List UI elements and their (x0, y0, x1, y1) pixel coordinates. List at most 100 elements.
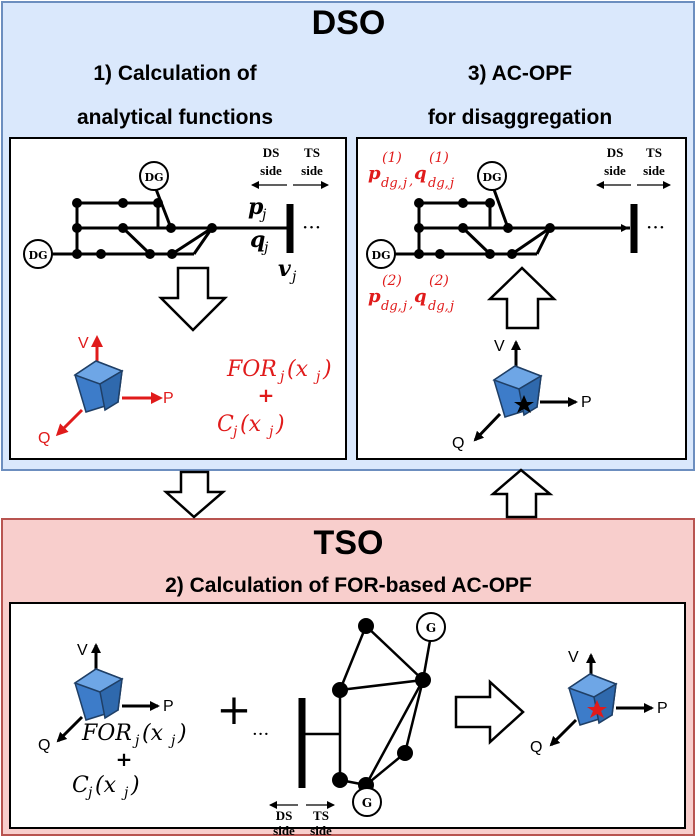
svg-text:(x: (x (240, 412, 262, 437)
plus-sign: + (216, 685, 251, 734)
step1-nodes (72, 198, 217, 259)
svg-text:,: , (409, 297, 413, 312)
svg-text:P: P (657, 700, 668, 717)
svg-text:q: q (414, 286, 427, 307)
svg-text:j: j (447, 176, 454, 191)
svg-text:DG: DG (372, 249, 391, 262)
svg-text:Q: Q (530, 739, 542, 756)
svg-text:j: j (261, 240, 269, 256)
for-cube-black-axes: V P Q (452, 338, 592, 452)
svg-text:p: p (248, 194, 264, 220)
svg-text:TS: TS (646, 145, 662, 160)
svg-text:j: j (85, 785, 93, 801)
step3-title-line1: 3) AC-OPF (467, 62, 573, 85)
svg-text:dg,: dg, (428, 299, 449, 314)
continuation-dots: ··· (252, 724, 269, 745)
tso-title: TSO (313, 524, 384, 562)
svg-text:side: side (643, 163, 665, 178)
svg-text:j: j (447, 299, 454, 314)
svg-text:side: side (310, 823, 332, 838)
svg-text:TS: TS (304, 145, 320, 160)
svg-text:P: P (163, 390, 174, 407)
svg-text:DS: DS (263, 145, 280, 160)
down-hollow-arrow (157, 266, 229, 332)
svg-text:j: j (277, 369, 285, 385)
svg-text:,: , (409, 174, 413, 189)
svg-text:(x: (x (142, 721, 164, 746)
for-formula-red: FOR j (x j ) + C j (x j ) (217, 357, 332, 440)
svg-text:Q: Q (38, 737, 50, 754)
svg-text:side: side (604, 163, 626, 178)
svg-text:dg,: dg, (428, 176, 449, 191)
dg-node: DG (139, 161, 169, 191)
result-cube: V P Q (530, 649, 668, 756)
svg-text:FOR: FOR (226, 357, 277, 382)
svg-text:): ) (322, 357, 332, 382)
svg-text:V: V (78, 335, 89, 352)
svg-text:dg,: dg, (381, 176, 402, 191)
svg-text:(x: (x (95, 773, 117, 798)
svg-text:(2): (2) (382, 273, 402, 289)
svg-text:(1): (1) (429, 150, 449, 166)
continuation-dots: ··· (646, 215, 665, 239)
step2-title: 2) Calculation of FOR-based AC-OPF (165, 574, 532, 597)
svg-text:dg,: dg, (381, 299, 402, 314)
svg-text:P: P (581, 394, 592, 411)
generator-node: G (416, 612, 446, 642)
svg-text:v: v (278, 256, 291, 282)
svg-text:side: side (273, 823, 295, 838)
svg-text:DS: DS (276, 808, 293, 823)
right-hollow-arrow (454, 679, 525, 745)
svg-text:j: j (400, 299, 407, 314)
dg-node: DG (23, 239, 53, 269)
svg-text:q: q (414, 163, 427, 184)
svg-text:P: P (163, 698, 174, 715)
generator-node: G (352, 787, 382, 817)
svg-text:): ) (130, 773, 140, 798)
dso-title: DSO (311, 4, 386, 42)
svg-text:j: j (132, 733, 140, 749)
svg-text:j: j (168, 733, 176, 749)
svg-text:(2): (2) (429, 273, 449, 289)
svg-text:FOR: FOR (81, 721, 132, 746)
for-cube-red-axes: V P Q (38, 335, 174, 447)
svg-text:DG: DG (145, 171, 164, 184)
dg-setpoint-labels-1: p (1) dg, j , q (1) dg, j (368, 150, 454, 191)
svg-text:j: j (259, 207, 267, 223)
svg-text:DG: DG (483, 171, 502, 184)
svg-text:): ) (275, 412, 285, 437)
dg-setpoint-labels-2: p (2) dg, j , q (2) dg, j (368, 273, 454, 314)
svg-text:(1): (1) (382, 150, 402, 166)
tso-to-dso-arrow (489, 468, 554, 519)
svg-text:(x: (x (287, 357, 309, 382)
for-cube-tso-left: V P Q (38, 642, 174, 754)
svg-text:G: G (362, 796, 372, 810)
step3-network (394, 183, 630, 256)
svg-text:DG: DG (29, 249, 48, 262)
transmission-network (302, 625, 433, 806)
svg-text:): ) (177, 721, 187, 746)
ds-ts-side-labels: DS side TS side (251, 145, 329, 189)
svg-text:q: q (250, 227, 265, 253)
svg-text:V: V (568, 649, 579, 666)
svg-text:Q: Q (452, 435, 464, 452)
svg-text:C: C (217, 412, 234, 437)
up-hollow-arrow (486, 266, 558, 330)
dg-node: DG (366, 239, 396, 269)
svg-text:TS: TS (313, 808, 329, 823)
ds-ts-side-labels: DS side TS side (596, 145, 671, 189)
svg-text:j: j (313, 369, 321, 385)
continuation-dots: ··· (302, 215, 321, 239)
svg-text:j: j (121, 785, 129, 801)
svg-text:p: p (368, 286, 381, 307)
for-formula-black: FOR j (x j ) + C j (x j ) (72, 721, 187, 801)
ds-ts-side-labels: DS side TS side (269, 801, 335, 838)
svg-text:V: V (494, 338, 505, 355)
svg-text:side: side (301, 163, 323, 178)
step3-title-line2: for disaggregation (427, 106, 613, 129)
svg-text:j: j (289, 269, 297, 285)
dso-to-tso-arrow (162, 470, 227, 519)
dg-node: DG (477, 161, 507, 191)
svg-text:+: + (258, 383, 275, 407)
step3-nodes (414, 198, 555, 259)
